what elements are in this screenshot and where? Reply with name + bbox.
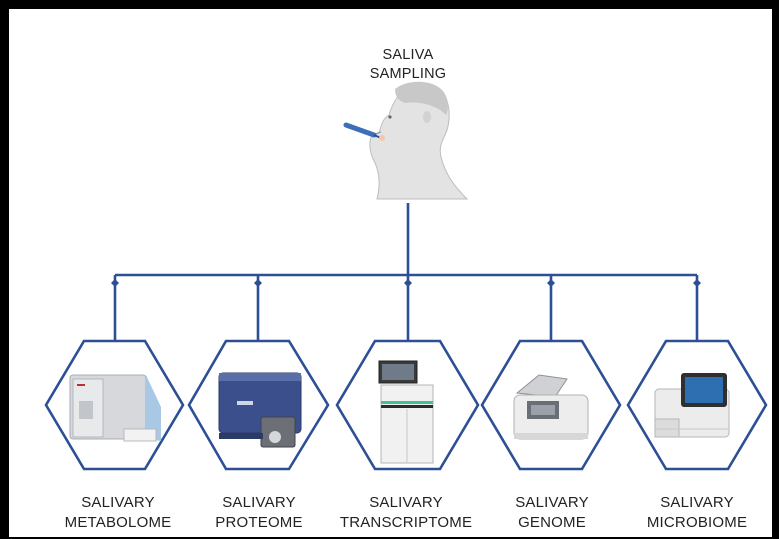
omics-label-microbiome-line2: MICROBIOME [647,514,747,531]
microbiome-instrument-icon [654,373,730,438]
metabolome-instrument-icon [69,374,161,442]
saliva-swab-icon [343,122,385,141]
transcriptome-instrument-icon [378,360,434,464]
proteome-hexagon [187,339,330,471]
omics-label-genome-line2: GENOME [518,514,586,531]
proteome-instrument-icon [218,372,302,448]
transcriptome-hexagon [335,339,480,471]
omics-label-metabolome-line1: SALIVARY [81,494,155,511]
hexagon-row [44,339,768,471]
omics-label-genome-line1: SALIVARY [515,494,589,511]
metabolome-hexagon [44,339,185,471]
omics-label-transcriptome-line1: SALIVARY [369,494,443,511]
genome-instrument-icon [513,374,589,440]
omics-label-proteome-line1: SALIVARY [222,494,296,511]
omics-diagram: SALIVA SAMPLING [44,47,768,531]
person-head-icon [369,81,469,200]
omics-label-metabolome-line2: METABOLOME [65,514,172,531]
connector-nodes [111,279,701,287]
connector-lines [113,203,699,341]
genome-hexagon [480,339,622,471]
microbiome-hexagon [626,339,768,471]
omics-label-transcriptome-line2: TRANSCRIPTOME [340,514,472,531]
omics-label-proteome-line2: PROTEOME [215,514,302,531]
omics-label-microbiome-line1: SALIVARY [660,494,734,511]
sampling-label-line2: SAMPLING [370,66,447,82]
diagram-canvas: SALIVA SAMPLING [9,9,772,537]
sampling-label-line1: SALIVA [383,47,434,63]
